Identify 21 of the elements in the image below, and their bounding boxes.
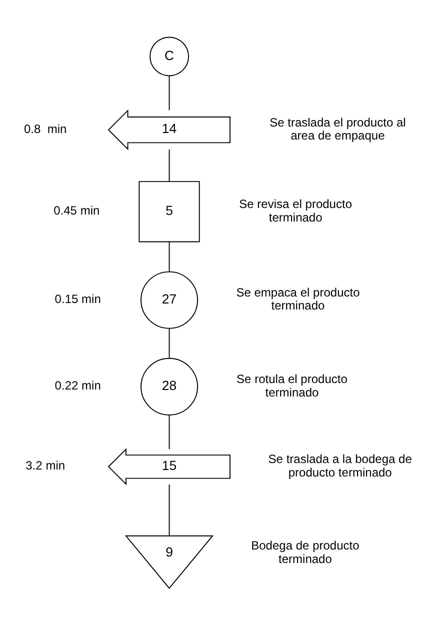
node-label: Bodega de producto terminado: [251, 538, 360, 566]
node-label: 0.22 min: [54, 378, 101, 392]
node-circle: 27: [140, 270, 198, 328]
node-circle: 28: [140, 357, 198, 415]
node-label: Se rotula el producto terminado: [236, 372, 348, 399]
connector: [168, 414, 170, 450]
connector: [168, 148, 170, 182]
node-circle: C: [150, 36, 189, 76]
node-label: 0.45 min: [54, 203, 100, 218]
node-label: 0.8 min: [24, 121, 67, 136]
node-label: Se empaca el producto terminado: [236, 284, 360, 312]
node-label: 3.2 min: [26, 458, 66, 472]
node-label: Se traslada a la bodega de producto terminado: [268, 452, 412, 479]
node-label: Se revisa el producto terminado: [239, 196, 352, 224]
node-label: 0.15 min: [54, 292, 101, 306]
node-label: Se traslada el producto al area de empaque: [270, 114, 406, 142]
node-box: 5: [138, 180, 200, 242]
connector: [168, 484, 170, 536]
connector: [168, 74, 170, 110]
connector: [168, 327, 170, 358]
connector: [168, 241, 170, 272]
